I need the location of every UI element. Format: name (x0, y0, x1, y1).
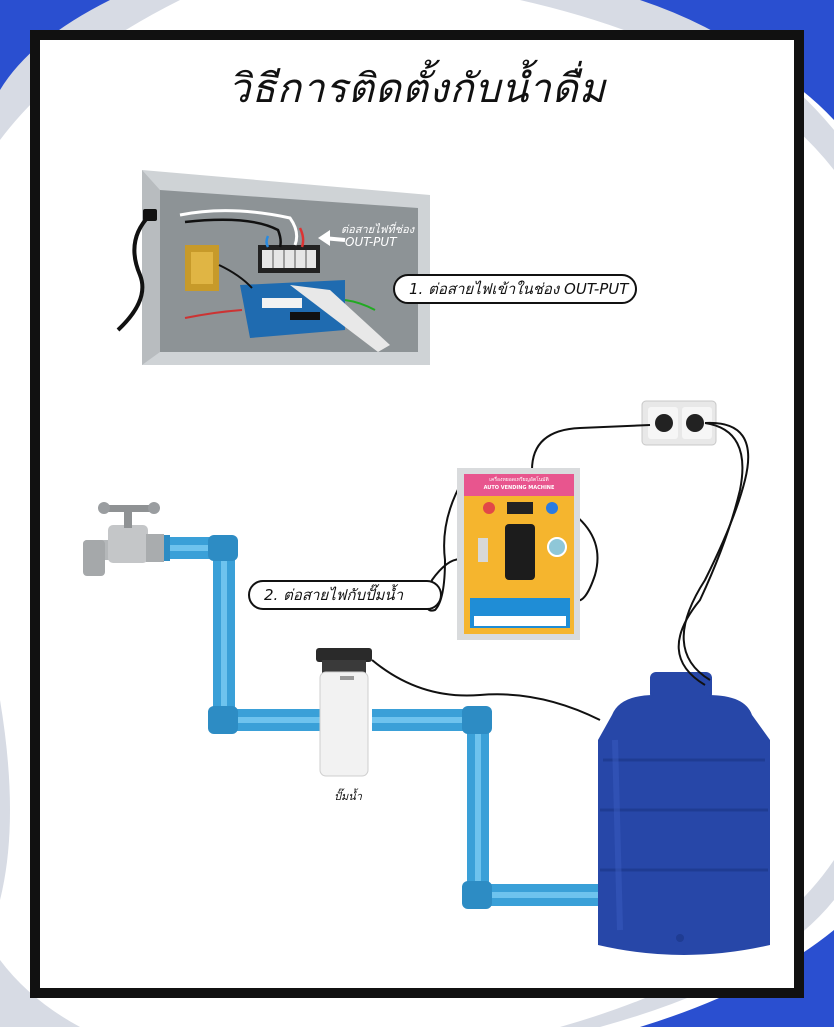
faucet-icon (83, 502, 164, 576)
page-title: วิธีการติดตั้งกับน้ำดื่ม (227, 66, 607, 112)
water-tank-icon (598, 672, 770, 955)
step-2-callout: 2. ต่อสายไฟกับปั๊มน้ำ (248, 580, 442, 610)
power-outlet-icon (641, 400, 717, 446)
water-pump-icon (316, 648, 372, 777)
pump-label: ปั๊มน้ำ (334, 790, 362, 803)
vending-machine-icon (457, 468, 580, 640)
control-box-icon (116, 170, 430, 365)
water-pipe (155, 535, 598, 909)
power-cable (371, 421, 750, 721)
vending-machine-header-en: AUTO VENDING MACHINE (483, 485, 555, 491)
vending-machine-header-thai: เครื่องหยอดเหรียญอัตโนมัติ (489, 477, 549, 483)
output-annotation-line2: OUT-PUT (345, 235, 397, 249)
step-1-callout: 1. ต่อสายไฟเข้าในช่อง OUT-PUT (393, 274, 637, 304)
output-annotation-line1: ต่อสายไฟที่ช่อง (341, 223, 415, 236)
